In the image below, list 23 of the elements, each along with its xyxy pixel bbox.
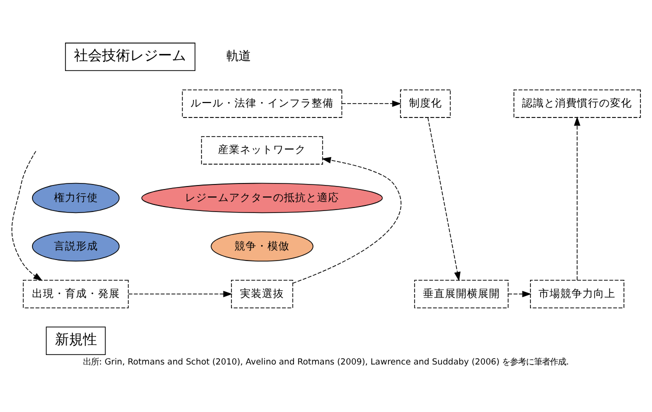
arrow	[11, 150, 43, 280]
node-ellipse: レジームアクターの抵抗と適応	[141, 182, 383, 213]
caption: 出所: Grin, Rotmans and Schot (2010), Avelino and Rotmans (2009), Lawrence and Suddaby (2006) を参考に筆者作成.	[83, 356, 569, 366]
node-box: 垂直展開横展開	[414, 279, 509, 308]
node-box: 市場競争力向上	[530, 279, 624, 308]
node-box: ルール・法律・インフラ整備	[182, 88, 342, 118]
node-ellipse: 競争・模倣	[210, 230, 314, 262]
arrow	[341, 100, 402, 106]
arrow	[128, 290, 232, 297]
node-box: 産業ネットワーク	[201, 136, 324, 164]
node-box: 社会技術レジーム	[65, 42, 196, 71]
node-box: 実装選抜	[231, 279, 294, 308]
arrow	[574, 116, 580, 280]
node-ellipse: 権力行使	[32, 182, 120, 213]
node-ellipse: 言説形成	[32, 230, 120, 262]
node-box: 出現・育成・発展	[22, 279, 129, 308]
node-box: 制度化	[400, 88, 451, 118]
node-box: 新規性	[46, 326, 106, 354]
node-box: 認識と消費慣行の変化	[514, 88, 641, 118]
label: 軌道	[226, 48, 250, 62]
arrow	[508, 290, 532, 297]
arrow	[428, 116, 461, 281]
arrow	[292, 156, 402, 284]
